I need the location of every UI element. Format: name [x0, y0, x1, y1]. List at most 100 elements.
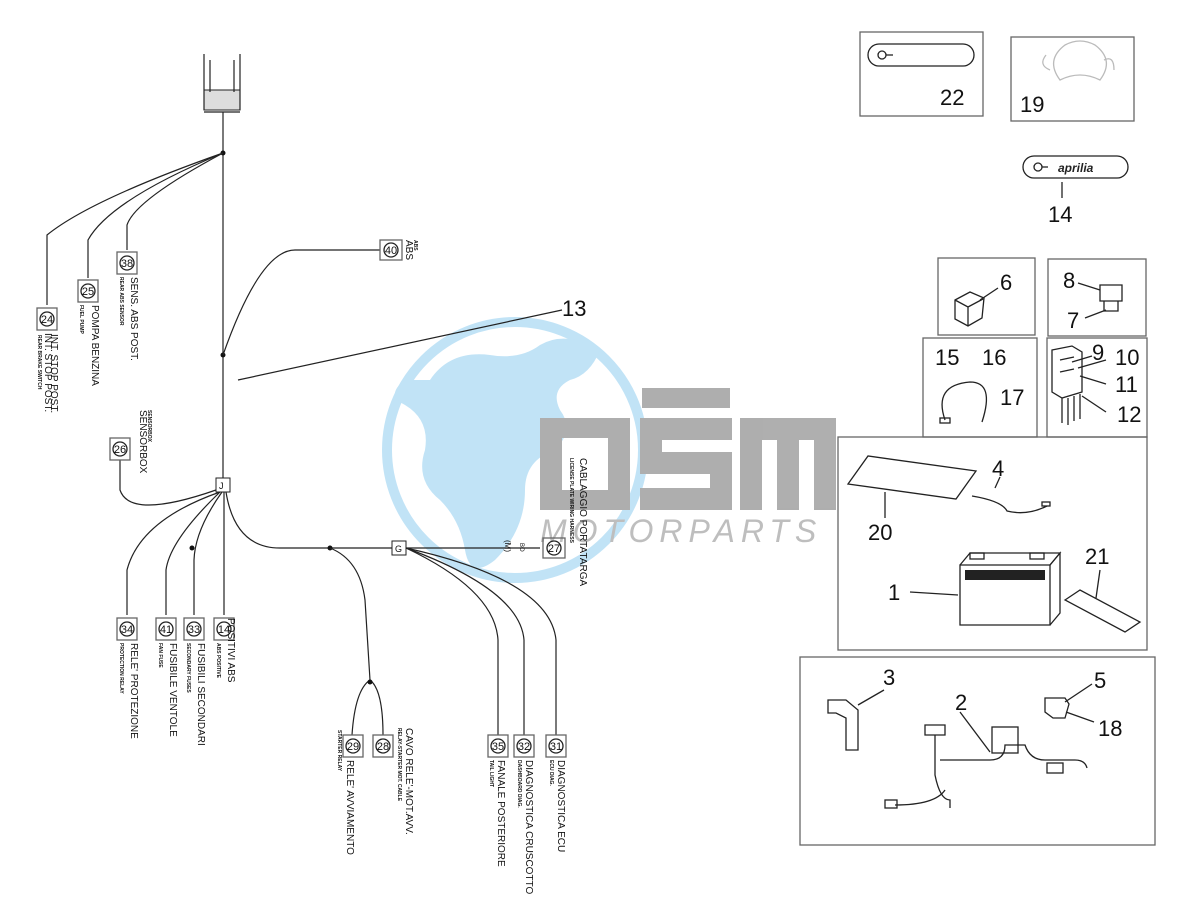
terminal-cover-icon: [827, 699, 859, 751]
connector-31-main: DIAGNOSTICA ECU: [555, 760, 566, 852]
relay-icon: [954, 291, 985, 327]
junction-g-label: G: [395, 544, 402, 554]
main-plug-icon: [203, 54, 241, 113]
callout-10: 10: [1115, 345, 1139, 370]
connector-29-number: 29: [347, 741, 359, 753]
connector-31-sub: ECU DIAG.: [548, 760, 554, 786]
connector-38: 38: [116, 251, 138, 275]
connector-27-number: 27: [548, 543, 560, 555]
callout-6: 6: [1000, 270, 1012, 295]
connector-28-main: CAVO RELE'-MOT.AVV.: [403, 728, 414, 835]
connector-24-sub: REAR BRAKE SWITCH: [36, 335, 42, 390]
connector-34-sub: PROTECTION RELAY: [118, 643, 124, 694]
callout-5: 5: [1094, 668, 1106, 693]
connector-33: 33: [183, 617, 205, 641]
callout-21: 21: [1085, 544, 1109, 569]
bo-tag: BO: [518, 543, 524, 552]
panel-19: 19: [1010, 36, 1135, 122]
callout-18: 18: [1098, 716, 1122, 741]
cable-harness-icon: [894, 724, 1088, 808]
connector-38-number: 38: [121, 258, 133, 270]
connector-25-main: POMPA BENZINA: [89, 305, 100, 386]
fuse-icon: [1044, 697, 1070, 719]
fuse-cap-icon: [1099, 284, 1123, 312]
connector-26-sub: SENSORBOX: [146, 410, 152, 443]
connector-33-sub: SECONDARY FUSES: [185, 643, 191, 693]
connector-27-sub: LICENSE PLATE WIRING HARNESS: [568, 458, 574, 544]
connector-35-number: 35: [492, 741, 504, 753]
connector-14-main: POSITIVI ABS: [225, 618, 236, 683]
connector-29: 29: [342, 734, 364, 758]
connector-41-main: FUSIBILE VENTOLE: [167, 643, 178, 737]
connector-34: 34: [116, 617, 138, 641]
callout-7: 7: [1067, 308, 1079, 333]
connector-14-sub: ABS POSITIVE: [215, 643, 221, 679]
callout-20: 20: [868, 520, 892, 545]
connector-14: 14: [213, 617, 235, 641]
connector-25-sub: FUEL PUMP: [78, 305, 84, 334]
connector-28: 28: [372, 734, 394, 758]
panel-6: 6: [937, 257, 1036, 336]
connector-24: 24 INT. STOP POST.: [36, 307, 59, 413]
callout-4: 4: [992, 456, 1004, 481]
connector-35-sub: TAIL LIGHT: [488, 760, 494, 787]
watermark-subtitle: MOTORPARTS: [540, 513, 822, 549]
connector-40-sub: ABS: [412, 240, 418, 251]
watermark-letter-s: [640, 418, 732, 510]
connector-41: 41: [155, 617, 177, 641]
callout-19: 19: [1020, 92, 1044, 117]
connector-29-sub: STARTER RELAY: [336, 730, 342, 772]
connector-24-number: 24: [41, 314, 53, 326]
panel-22: 22: [859, 31, 984, 117]
connector-26-main: SENSORBOX: [137, 410, 148, 474]
connector-35: 35: [487, 734, 509, 758]
watermark-letter-o: [540, 418, 630, 510]
connector-38-main: SENS. ABS POST.: [128, 277, 139, 361]
connector-40-main: ABS: [403, 240, 414, 260]
aprilia-logo: aprilia: [1058, 161, 1094, 175]
connector-40-number: 40: [385, 245, 397, 257]
connector-24-label: INT. STOP POST.: [48, 334, 59, 413]
connector-31: 31: [545, 734, 567, 758]
connector-35-main: FANALE POSTERIORE: [495, 760, 506, 867]
watermark-letter-m: [740, 418, 836, 510]
connector-32: 32: [513, 734, 535, 758]
junction-j-label: J: [219, 481, 224, 491]
part-14: aprilia 14: [1022, 155, 1129, 227]
connector-41-number: 41: [160, 624, 172, 636]
connector-41-sub: FAN FUSE: [157, 643, 163, 668]
battery-strap-icon: [971, 495, 1048, 514]
battery-pad-icon: [846, 455, 978, 500]
callout-11: 11: [1115, 372, 1138, 397]
callout-14: 14: [1048, 202, 1072, 227]
callout-3: 3: [883, 665, 895, 690]
callout-22: 22: [940, 85, 964, 110]
connector-28-sub: RELAY-STARTER MOT. CABLE: [396, 728, 402, 802]
callout-13: 13: [562, 296, 586, 321]
connector-40: 40: [379, 239, 403, 261]
clip-icon: [1042, 40, 1115, 81]
aprilia-key-tag-icon: [1022, 155, 1129, 179]
connector-24-main: INT. STOP POST.: [42, 333, 53, 412]
callout-8: 8: [1063, 268, 1075, 293]
callout-1: 1: [888, 580, 900, 605]
connector-26: 26: [109, 437, 131, 461]
connector-28-number: 28: [377, 741, 389, 753]
connector-27: 27: [542, 537, 566, 559]
connector-32-sub: DASHBOARD DIAG.: [516, 760, 522, 808]
connector-32-number: 32: [518, 741, 530, 753]
connector-27-main: CABLAGGIO PORTATARGA: [577, 458, 588, 587]
connector-26-number: 26: [114, 444, 126, 456]
harness-wires: [46, 54, 563, 736]
connector-33-number: 33: [188, 624, 200, 636]
connector-14-number: 14: [218, 624, 230, 636]
key-tag-icon: [867, 43, 975, 67]
battery-icon: [959, 551, 1062, 626]
cable-tie-icon: [941, 381, 988, 423]
watermark: MOTORPARTS: [382, 317, 836, 583]
callout-2: 2: [955, 690, 967, 715]
panel-8-7: 8 7: [1047, 258, 1147, 337]
lm-tag: (M): [503, 540, 512, 552]
fuse-box-icon: [1051, 345, 1083, 425]
